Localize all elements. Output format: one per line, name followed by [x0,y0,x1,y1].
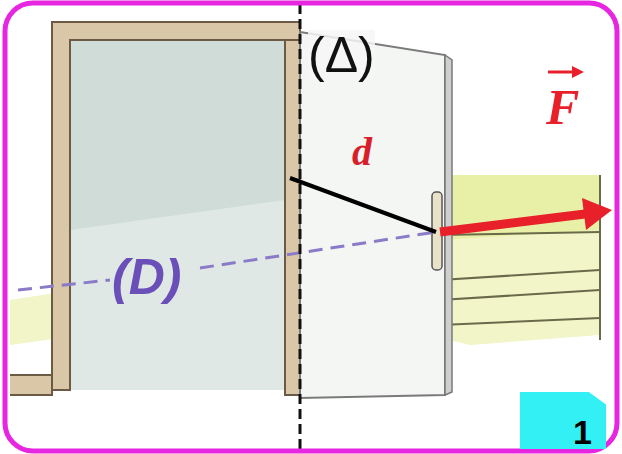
vector-arrowhead [572,66,584,78]
axis-label: (Δ) [308,30,375,80]
figure-number-box: 1 [520,392,606,449]
door-frame [52,22,300,395]
distance-label: d [352,132,372,172]
force-arrow [440,214,585,232]
line-d [200,232,436,268]
distance-segment [290,178,436,232]
wall-base [10,375,52,395]
doorway-opening [70,40,285,390]
frame-border [5,3,617,451]
figure-number: 1 [573,415,592,449]
door-edge [445,55,452,395]
doorway-shade [70,40,285,230]
force-label: F [546,82,579,132]
vector-arrow [548,71,574,74]
shelf-lines [440,175,600,340]
line-label: (D) [112,252,181,302]
door-panel [300,32,445,398]
force-arrowhead [582,198,612,230]
rotation-axis [299,4,302,450]
line-d [18,280,110,290]
